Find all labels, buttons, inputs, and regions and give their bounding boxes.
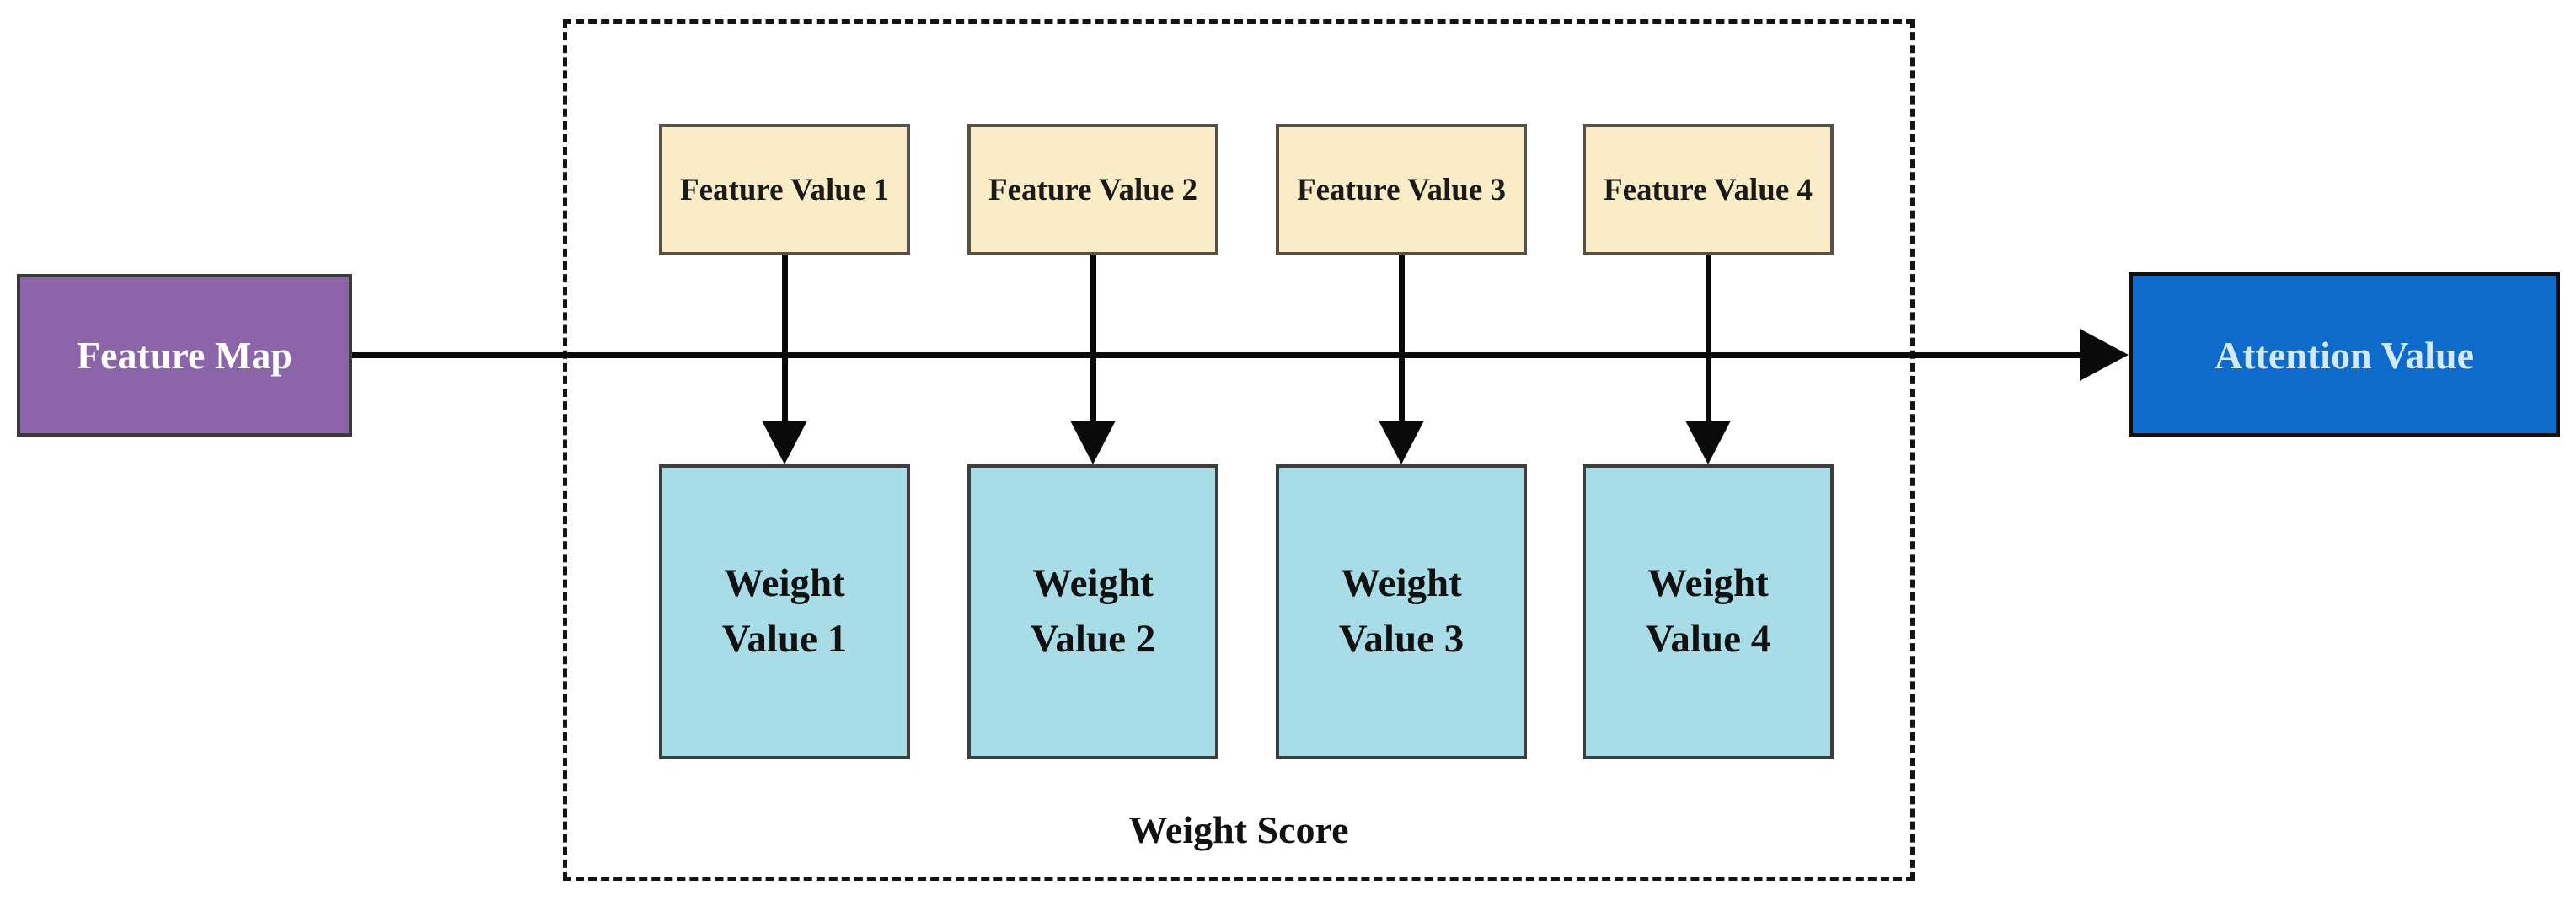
weight-value-4-label-line1: Weight — [1647, 561, 1769, 606]
feature-value-1-node: Feature Value 1 — [659, 124, 910, 255]
weight-value-3-label-line2: Value 3 — [1338, 617, 1465, 661]
arrow-shaft — [782, 253, 788, 426]
weight-value-1-label-line1: Weight — [724, 561, 845, 606]
weight-value-4-label-line2: Value 4 — [1645, 617, 1771, 661]
feature-value-2-node: Feature Value 2 — [967, 124, 1218, 255]
weight-value-2-label-line1: Weight — [1032, 561, 1154, 606]
attention-value-node: Attention Value — [2129, 272, 2560, 437]
arrow-head-down-icon — [762, 421, 807, 464]
arrow-head-right-icon — [2080, 329, 2129, 381]
weight-score-group-outline — [563, 19, 1915, 881]
arrow-shaft — [352, 352, 2081, 358]
arrow-shaft — [1399, 253, 1405, 426]
weight-value-1-node: Weight Value 1 — [659, 464, 910, 759]
weight-value-2-label-line2: Value 2 — [1030, 617, 1156, 661]
arrow-head-down-icon — [1379, 421, 1424, 464]
arrow-head-down-icon — [1685, 421, 1731, 464]
weight-value-4-node: Weight Value 4 — [1583, 464, 1834, 759]
weight-value-3-node: Weight Value 3 — [1276, 464, 1527, 759]
feature-value-4-node: Feature Value 4 — [1583, 124, 1834, 255]
arrow-shaft — [1706, 253, 1711, 426]
feature-value-3-node: Feature Value 3 — [1276, 124, 1527, 255]
weight-value-2-node: Weight Value 2 — [967, 464, 1218, 759]
weight-value-3-label-line1: Weight — [1341, 561, 1462, 606]
weight-score-group-label: Weight Score — [1128, 808, 1349, 851]
feature-map-node: Feature Map — [17, 274, 352, 437]
weight-value-1-label-line2: Value 1 — [721, 617, 848, 661]
arrow-head-down-icon — [1070, 421, 1116, 464]
arrow-shaft — [1090, 253, 1096, 426]
